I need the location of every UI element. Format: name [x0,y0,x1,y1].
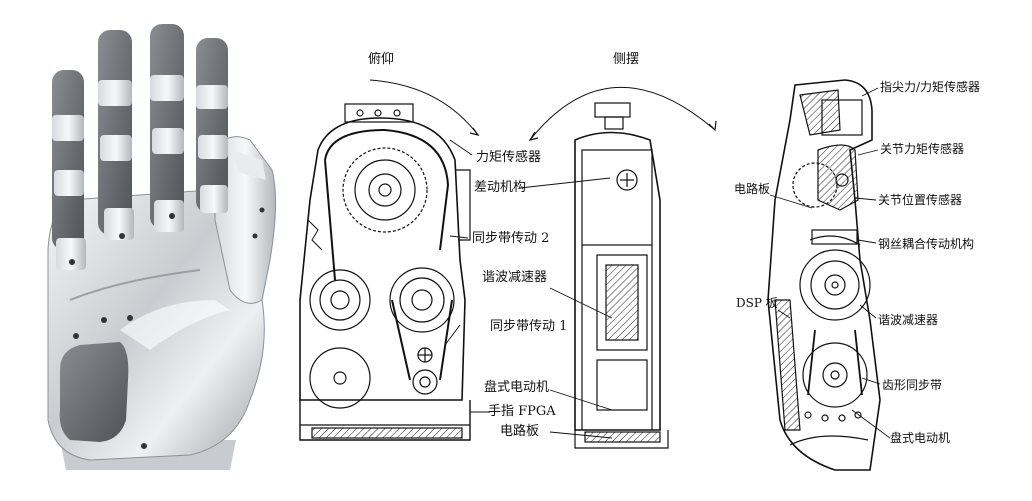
robot-hand-photo [47,24,277,470]
harmonic-reducer-right-label: 谐波减速器 [878,313,939,327]
toothed-belt-label: 齿形同步带 [882,378,943,392]
harmonic-reducer-label: 谐波减速器 [482,270,548,285]
joint-torque-sensor-label: 关节力矩传感器 [880,142,965,156]
swing-label: 侧摆 [613,52,640,67]
disc-motor-right-label: 盘式电动机 [890,431,951,445]
fpga-circuit-board-label: 电路板 [500,424,540,439]
circuit-board-label: 电路板 [734,182,771,196]
finger-fpga-label: 手指 FPGA [488,404,556,419]
finger-section-drawing [767,79,891,471]
dsp-board-label: DSP 板 [736,296,778,310]
pitch-label: 俯仰 [368,52,395,67]
finger-mechanism-drawing [299,79,717,449]
torque-sensor-label: 力矩传感器 [476,150,542,165]
fingertip-sensor-label: 指尖力/力矩传感器 [880,80,981,94]
disc-motor-label-middle: 盘式电动机 [484,380,550,395]
joint-position-sensor-label: 关节位置传感器 [878,193,963,207]
steel-wire-coupling-label: 钢丝耦合传动机构 [878,237,975,251]
differential-mechanism-label: 差动机构 [474,180,527,195]
timing-belt-2-label: 同步带传动 2 [472,231,550,246]
timing-belt-1-label: 同步带传动 1 [490,319,568,334]
